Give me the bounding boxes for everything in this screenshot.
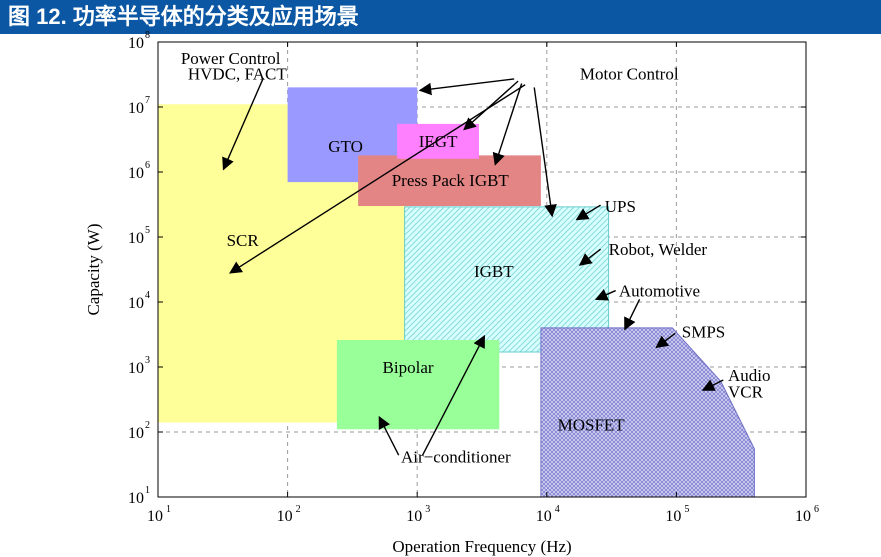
x-tick-label-exponent: 4 xyxy=(555,504,560,515)
x-tick-label-exponent: 5 xyxy=(684,504,689,515)
region-label-mosfet: MOSFET xyxy=(558,416,626,435)
region-label-igbt: IGBT xyxy=(474,262,514,281)
annotation-arrow xyxy=(701,379,724,391)
y-tick-label: 10 xyxy=(128,490,144,507)
y-tick-label-exponent: 3 xyxy=(145,355,150,366)
region-iegt xyxy=(397,123,479,159)
annotation-arrow xyxy=(222,77,264,171)
regions xyxy=(158,87,755,498)
y-tick-label-exponent: 8 xyxy=(145,30,150,41)
x-tick-label: 10 xyxy=(536,508,552,525)
annotation-hvdc-fact: HVDC, FACT xyxy=(188,64,287,83)
x-tick-label-exponent: 1 xyxy=(166,504,171,515)
y-tick-label: 10 xyxy=(128,230,144,247)
annotation-ups: UPS xyxy=(605,197,636,216)
annotation-automotive: Automotive xyxy=(619,282,700,301)
annotation-vcr: VCR xyxy=(728,382,764,401)
annotation-air-conditioner: Air−conditioner xyxy=(401,447,511,466)
annotation-arrow xyxy=(655,332,676,349)
annotation-robot-welder: Robot, Welder xyxy=(609,240,708,259)
region-label-iegt: IEGT xyxy=(419,132,458,151)
x-tick-label: 10 xyxy=(147,508,163,525)
x-tick-label: 10 xyxy=(406,508,422,525)
x-tick-label: 10 xyxy=(795,508,811,525)
annotation-power-control: Power Control xyxy=(181,49,281,68)
y-tick-label: 10 xyxy=(128,100,144,117)
region-label-press-pack-igbt: Press Pack IGBT xyxy=(392,171,510,190)
region-bipolar xyxy=(336,340,500,430)
x-tick-label-exponent: 6 xyxy=(814,504,819,515)
annotation-arrow xyxy=(575,204,601,221)
annotation-arrow xyxy=(418,78,515,96)
x-tick-label-exponent: 2 xyxy=(296,504,301,515)
y-tick-label-exponent: 6 xyxy=(145,160,150,171)
y-tick-label: 10 xyxy=(128,360,144,377)
y-tick-label-exponent: 4 xyxy=(145,290,150,301)
annotation-arrow xyxy=(594,288,616,301)
x-tick-label: 10 xyxy=(277,508,293,525)
annotation-arrow xyxy=(421,334,486,456)
annotation-arrow xyxy=(492,83,523,166)
y-tick-label-exponent: 7 xyxy=(145,95,150,106)
region-label-bipolar: Bipolar xyxy=(383,358,434,377)
x-tick-label-exponent: 3 xyxy=(425,504,430,515)
y-tick-label-exponent: 5 xyxy=(145,225,150,236)
y-tick-label-exponent: 1 xyxy=(145,485,150,496)
annotation-arrow xyxy=(463,80,519,131)
y-tick-label: 10 xyxy=(128,425,144,442)
annotation-arrow xyxy=(229,84,526,274)
annotation-arrow xyxy=(624,299,641,331)
region-mosfet xyxy=(540,327,755,498)
annotation-arrow xyxy=(533,87,557,218)
region-press-pack-igbt xyxy=(358,155,541,206)
region-label-scr: SCR xyxy=(227,231,260,250)
annotation-motor-control: Motor Control xyxy=(580,64,679,83)
y-tick-label: 10 xyxy=(128,295,144,312)
region-label-gto: GTO xyxy=(328,137,363,156)
plot-frame xyxy=(157,41,807,498)
y-axis-label: Capacity (W) xyxy=(84,223,103,315)
y-tick-label-exponent: 2 xyxy=(145,420,150,431)
x-axis-label: Operation Frequency (Hz) xyxy=(392,537,571,556)
annotation-arrows xyxy=(222,77,724,456)
annotation-arrow xyxy=(378,415,400,456)
figure-title: 图 12. 功率半导体的分类及应用场景 xyxy=(0,0,881,34)
y-tick-label: 10 xyxy=(128,35,144,52)
annotation-smps: SMPS xyxy=(682,323,725,342)
y-tick-label: 10 xyxy=(128,165,144,182)
x-tick-label: 10 xyxy=(665,508,681,525)
labels: SCR GTO Press Pack IGBT IEGT IGBT BipolarMOSF… xyxy=(181,49,771,467)
annotation-audio: Audio xyxy=(728,366,771,385)
annotation-arrow xyxy=(578,248,602,266)
